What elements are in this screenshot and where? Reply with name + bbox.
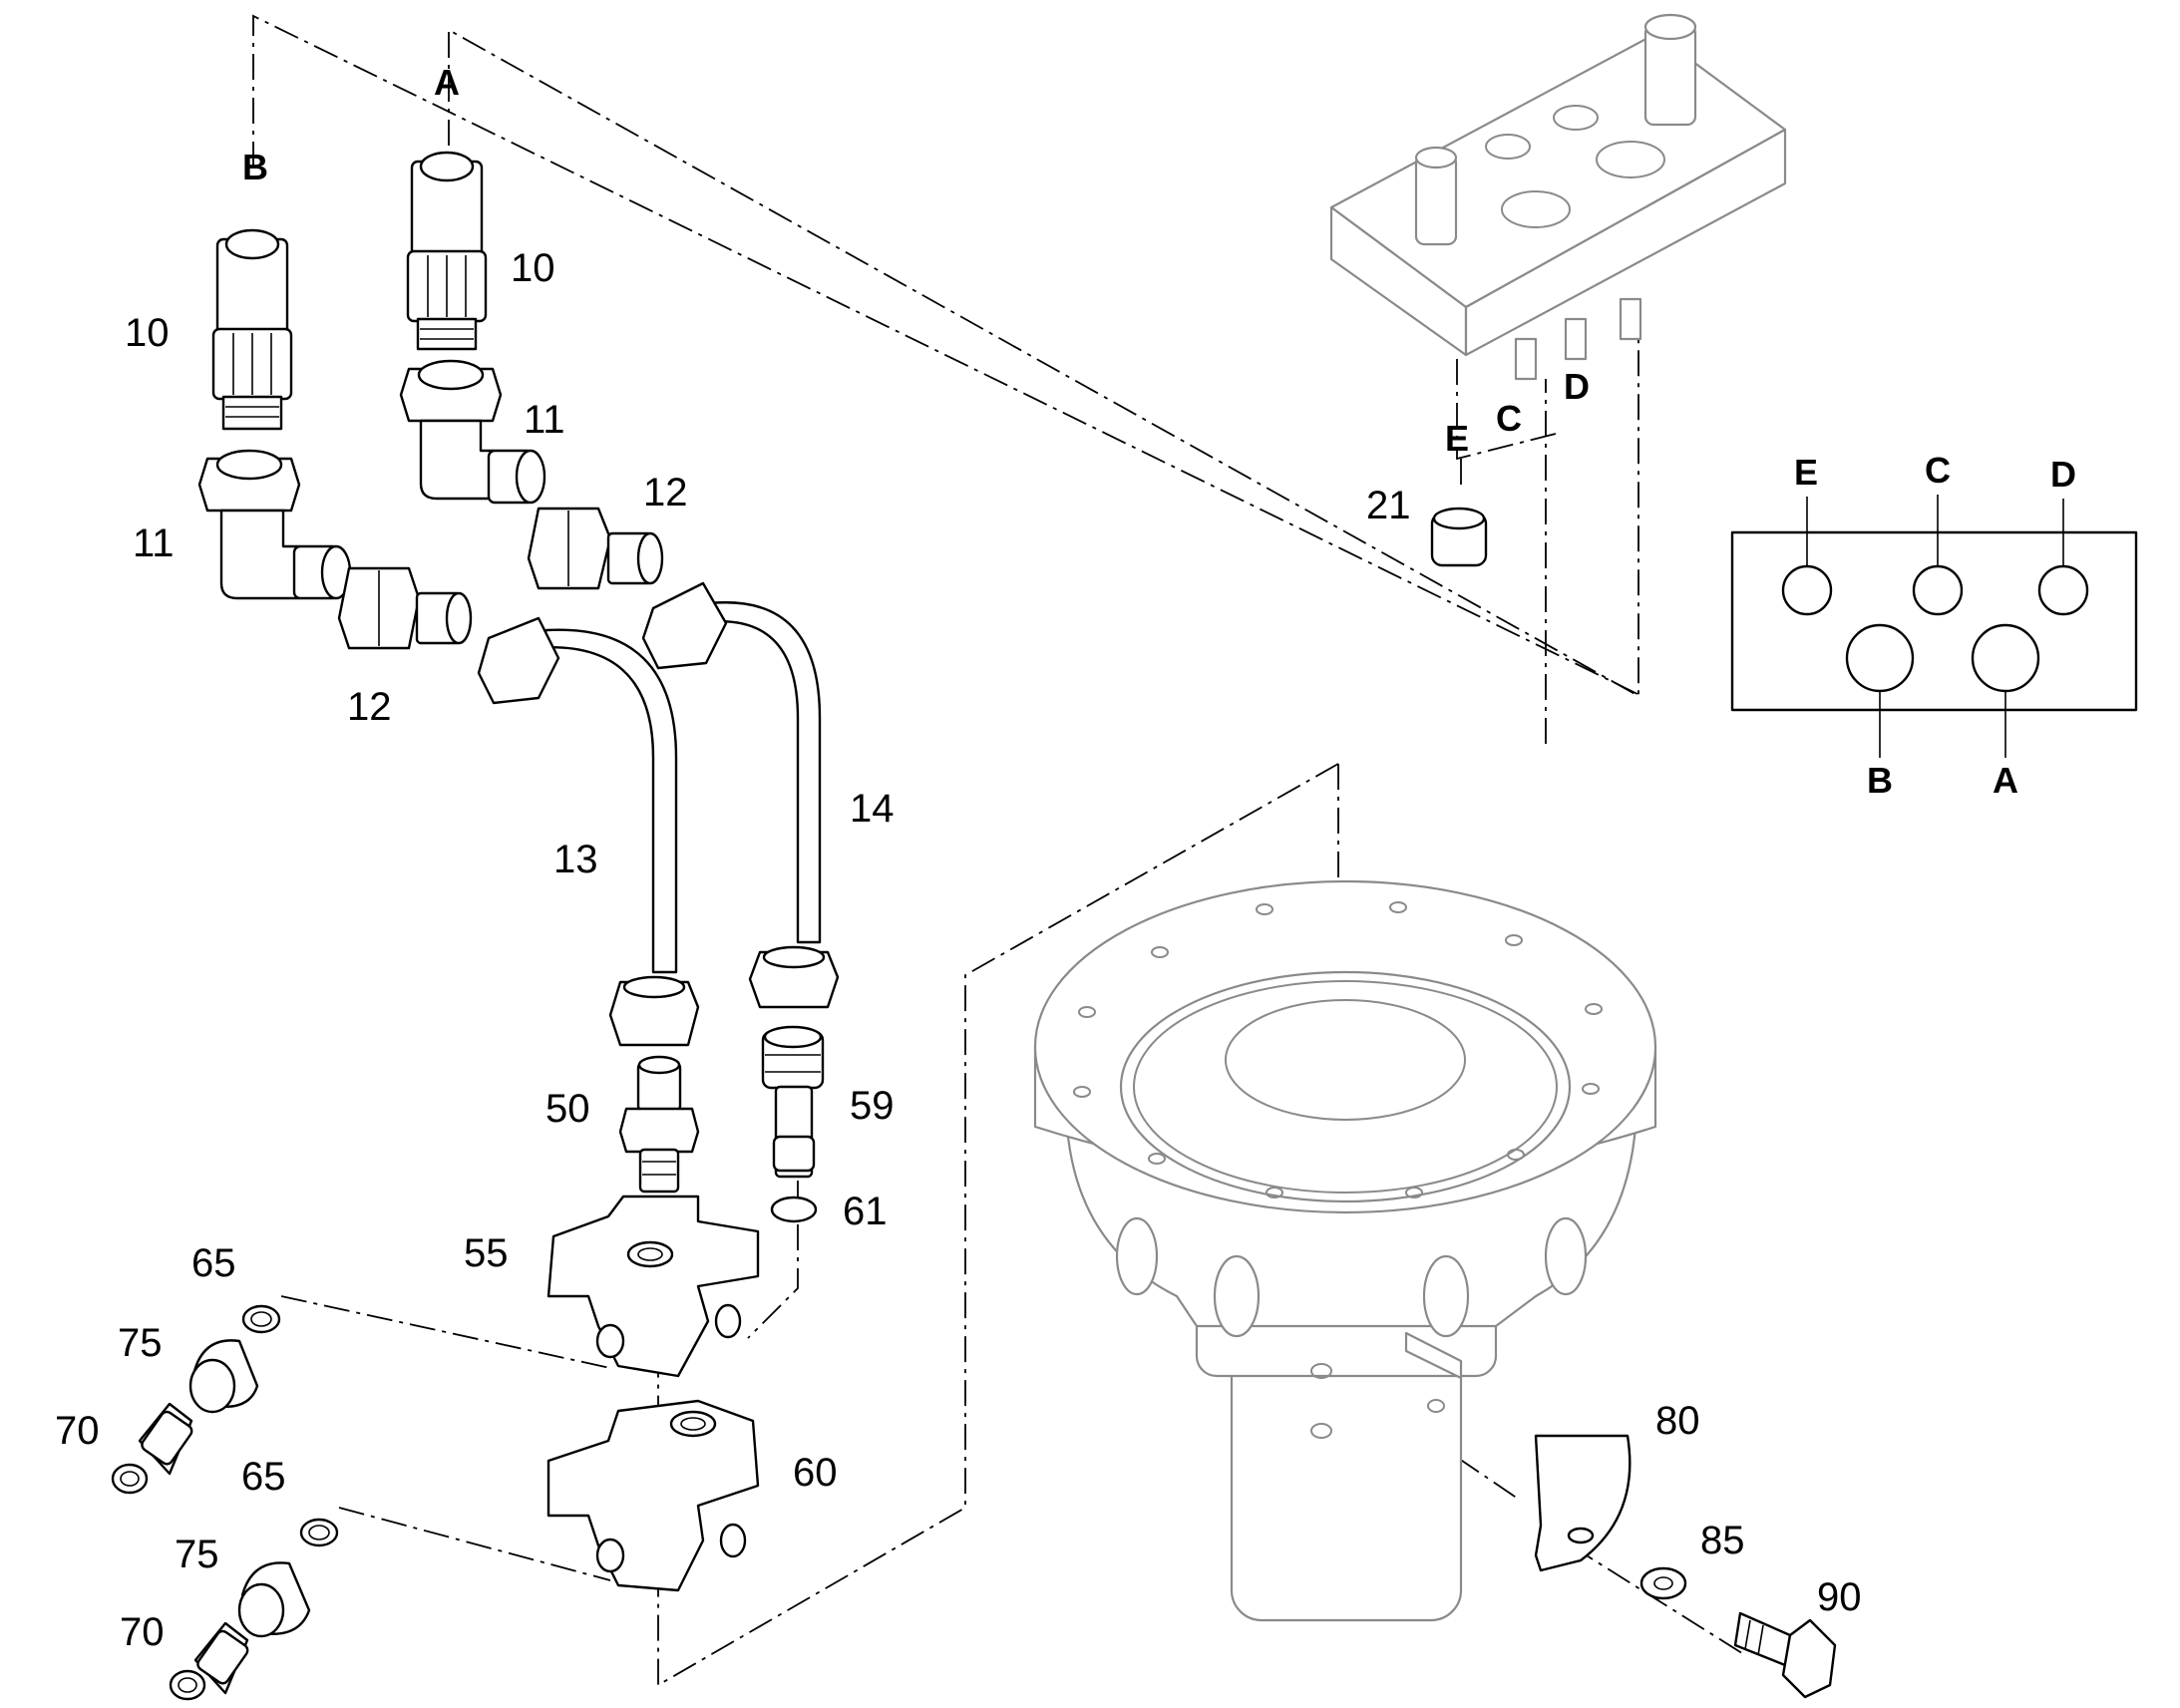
port-letter-b-fitting: B <box>242 147 268 187</box>
label-85: 85 <box>1700 1519 1745 1562</box>
tube-14 <box>641 581 840 1009</box>
plate-80 <box>1534 1434 1632 1572</box>
elbow-11-left <box>197 449 352 600</box>
port-map-letter-b: B <box>1867 760 1893 801</box>
port-map-box <box>1730 495 2138 758</box>
motor-housing <box>1033 879 1657 1622</box>
label-21: 21 <box>1366 484 1411 527</box>
label-11-left: 11 <box>133 521 175 565</box>
port-map-letter-a: A <box>1993 760 2018 801</box>
port-letter-e-block: E <box>1445 418 1469 459</box>
label-65-upper: 65 <box>191 1241 236 1285</box>
label-55: 55 <box>464 1231 509 1275</box>
flange-bolt-holes <box>1073 901 1603 1198</box>
label-12-left: 12 <box>347 685 392 729</box>
part-number-labels: 10 10 11 11 12 12 13 14 21 50 55 59 60 6… <box>55 246 1862 1654</box>
label-59: 59 <box>850 1084 895 1128</box>
bolt-90 <box>1733 1611 1837 1699</box>
o-ring-61 <box>770 1196 818 1223</box>
port-letter-a-fitting: A <box>434 62 460 103</box>
label-75-lower: 75 <box>175 1533 219 1576</box>
label-80: 80 <box>1655 1399 1700 1443</box>
label-13: 13 <box>553 838 598 881</box>
label-65-lower: 65 <box>241 1455 286 1499</box>
adapter-59 <box>761 1025 825 1179</box>
tube-13 <box>477 616 700 1047</box>
label-70-lower: 70 <box>120 1610 165 1654</box>
fitting-10-right <box>406 151 488 351</box>
port-map-letter-e: E <box>1794 452 1818 493</box>
label-12-right: 12 <box>643 471 688 514</box>
port-map-letter-d: D <box>2050 454 2076 495</box>
nipple-50 <box>618 1055 700 1194</box>
fitting-10-left <box>211 228 293 431</box>
parts-65-75-70-upper <box>111 1304 281 1495</box>
manifold-55 <box>546 1195 760 1378</box>
label-60: 60 <box>793 1451 838 1495</box>
label-10-left: 10 <box>125 311 170 355</box>
port-letter-c-block: C <box>1496 398 1522 439</box>
label-70-upper: 70 <box>55 1409 100 1453</box>
valve-block <box>1329 13 1787 381</box>
plug-21 <box>1430 507 1488 567</box>
port-letter-d-block: D <box>1564 366 1590 407</box>
label-11-right: 11 <box>524 398 565 442</box>
nipple-12-right <box>527 507 664 590</box>
label-50: 50 <box>545 1087 590 1131</box>
label-10-right: 10 <box>511 246 555 290</box>
port-map-letter-c: C <box>1925 450 1951 491</box>
nipple-12-left <box>337 566 473 650</box>
label-14: 14 <box>850 787 895 831</box>
label-61: 61 <box>843 1190 888 1233</box>
parts-65-75-70-lower <box>169 1518 339 1701</box>
label-75-upper: 75 <box>118 1321 163 1365</box>
port-letter-labels: B A E C D E C D B A <box>242 62 2076 801</box>
manifold-60 <box>546 1399 760 1592</box>
elbow-11-right <box>399 359 546 505</box>
washer-85 <box>1639 1566 1687 1600</box>
label-90: 90 <box>1817 1575 1862 1619</box>
